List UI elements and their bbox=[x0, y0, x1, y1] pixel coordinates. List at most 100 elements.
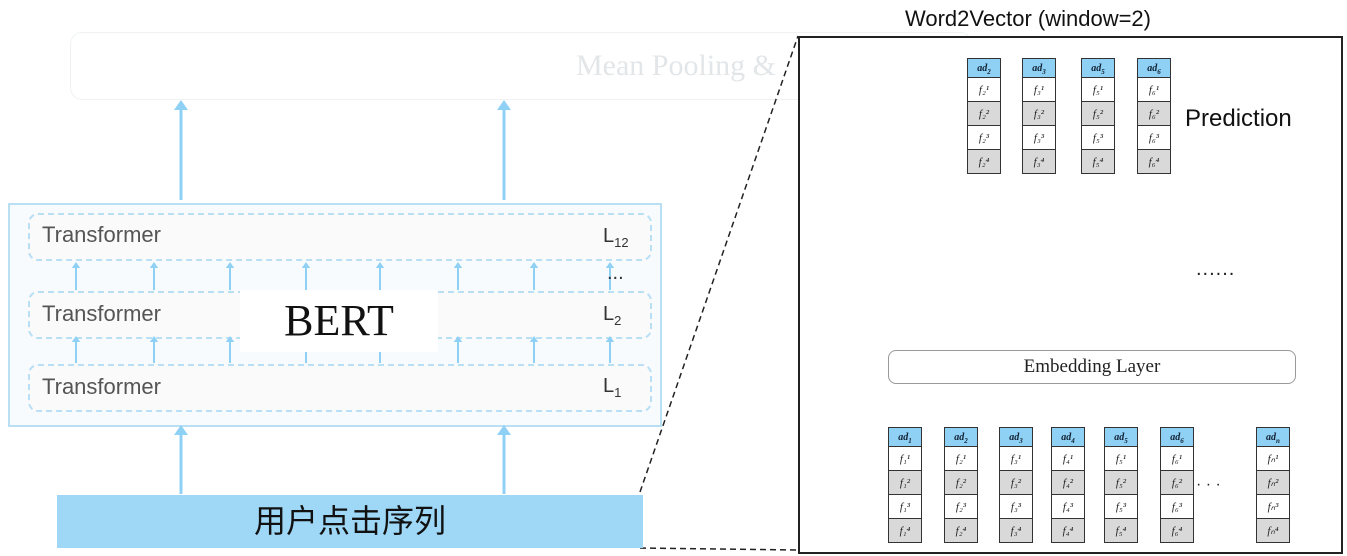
input-ad-0-head: ad1 bbox=[888, 427, 922, 447]
layer-label-l1: L1 bbox=[603, 375, 622, 400]
input-ad-1-feature-1: f₂¹ bbox=[944, 447, 978, 471]
input-ad-4-feature-3: f₅³ bbox=[1104, 495, 1138, 519]
input-ad-6-feature-3: fₙ³ bbox=[1256, 495, 1290, 519]
layer-label-l2: L2 bbox=[603, 303, 622, 328]
transformer-label-l12: Transformer bbox=[42, 222, 161, 247]
prediction-ad-3-feature-2: f₆² bbox=[1137, 102, 1171, 126]
input-ad-2-feature-1: f₃¹ bbox=[999, 447, 1033, 471]
input-ad-6-feature-2: fₙ² bbox=[1256, 471, 1290, 495]
input-ad-6-feature-4: fₙ⁴ bbox=[1256, 519, 1290, 543]
prediction-ad-3-feature-3: f₆³ bbox=[1137, 126, 1171, 150]
input-ad-3-feature-4: f₄⁴ bbox=[1051, 519, 1085, 543]
input-ad-5-feature-1: f₆¹ bbox=[1160, 447, 1194, 471]
inter-layer-arrow-upper-6-head bbox=[529, 262, 539, 268]
inter-layer-arrow-upper-4-head bbox=[375, 262, 385, 268]
input-ad-1-feature-3: f₂³ bbox=[944, 495, 978, 519]
bert-title: BERT bbox=[284, 296, 394, 345]
zoom-line-top bbox=[639, 35, 799, 493]
input-ad-4-feature-4: f₅⁴ bbox=[1104, 519, 1138, 543]
input-ad-1-head: ad2 bbox=[944, 427, 978, 447]
prediction-ad-3-feature-4: f₆⁴ bbox=[1137, 150, 1171, 174]
inter-layer-arrow-lower-0-head bbox=[71, 336, 81, 342]
prediction-ad-1-feature-1: f₃¹ bbox=[1022, 78, 1056, 102]
input-ad-4-feature-1: f₅¹ bbox=[1104, 447, 1138, 471]
input-ad-2-feature-2: f₃² bbox=[999, 471, 1033, 495]
transformer-label-l2: Transformer bbox=[42, 301, 161, 326]
inter-layer-arrow-upper-7-head bbox=[605, 262, 615, 268]
click-sequence-label: 用户点击序列 bbox=[253, 502, 446, 540]
input-ad-1-feature-4: f₂⁴ bbox=[944, 519, 978, 543]
input-ad-0-feature-4: f₁⁴ bbox=[888, 519, 922, 543]
prediction-ad-0-feature-3: f₂³ bbox=[967, 126, 1001, 150]
inter-layer-arrow-upper-5-head bbox=[453, 262, 463, 268]
prediction-label: Prediction bbox=[1185, 105, 1292, 132]
inter-layer-arrow-lower-7-head bbox=[605, 336, 615, 342]
prediction-ad-0-feature-1: f₂¹ bbox=[967, 78, 1001, 102]
prediction-ad-2-feature-3: f₅³ bbox=[1081, 126, 1115, 150]
input-ad-3-feature-3: f₄³ bbox=[1051, 495, 1085, 519]
mean-pooling-layer: Mean Pooling & bbox=[70, 32, 972, 100]
prediction-ad-0-head: ad2 bbox=[967, 58, 1001, 78]
layer-ellipsis: ... bbox=[607, 262, 624, 284]
inter-layer-arrow-lower-1-head bbox=[149, 336, 159, 342]
inter-layer-arrow-upper-2-head bbox=[225, 262, 235, 268]
mean-pooling-label: Mean Pooling & bbox=[576, 49, 776, 82]
embedding-ellipsis: ...... bbox=[1196, 258, 1236, 280]
input-ad-4-head: ad5 bbox=[1104, 427, 1138, 447]
zoom-line-bottom bbox=[639, 547, 799, 551]
transformer-block-l1 bbox=[28, 364, 652, 412]
inter-layer-arrow-lower-5-head bbox=[453, 336, 463, 342]
bert-output-arrow-right-head bbox=[497, 100, 511, 110]
prediction-ad-1-feature-2: f₃² bbox=[1022, 102, 1056, 126]
input-ad-5-feature-3: f₆³ bbox=[1160, 495, 1194, 519]
inter-layer-arrow-upper-0-head bbox=[71, 262, 81, 268]
input-ad-2-feature-4: f₃⁴ bbox=[999, 519, 1033, 543]
input-ad-6-head: adn bbox=[1256, 427, 1290, 447]
prediction-ad-0-feature-2: f₂² bbox=[967, 102, 1001, 126]
inter-layer-arrow-upper-3-head bbox=[301, 262, 311, 268]
input-ad-5-feature-4: f₆⁴ bbox=[1160, 519, 1194, 543]
prediction-ad-1-feature-3: f₃³ bbox=[1022, 126, 1056, 150]
input-ad-1-feature-2: f₂² bbox=[944, 471, 978, 495]
inter-layer-arrow-upper-1-head bbox=[149, 262, 159, 268]
inter-layer-arrow-lower-6-head bbox=[529, 336, 539, 342]
input-ad-5-feature-2: f₆² bbox=[1160, 471, 1194, 495]
bert-title-box bbox=[240, 290, 438, 352]
input-ad-5-head: ad6 bbox=[1160, 427, 1194, 447]
input-ad-2-feature-3: f₃³ bbox=[999, 495, 1033, 519]
prediction-ad-3-feature-1: f₆¹ bbox=[1137, 78, 1171, 102]
prediction-ad-2-head: ad5 bbox=[1081, 58, 1115, 78]
prediction-ad-2-feature-2: f₅² bbox=[1081, 102, 1115, 126]
bert-input-arrow-left-head bbox=[174, 425, 188, 435]
input-ad-0-feature-3: f₁³ bbox=[888, 495, 922, 519]
transformer-label-l1: Transformer bbox=[42, 374, 161, 399]
prediction-ad-1-head: ad3 bbox=[1022, 58, 1056, 78]
embedding-layer: Embedding Layer bbox=[888, 350, 1296, 384]
inter-layer-arrow-lower-2-head bbox=[225, 336, 235, 342]
input-ad-3-feature-1: f₄¹ bbox=[1051, 447, 1085, 471]
prediction-ad-1-feature-4: f₃⁴ bbox=[1022, 150, 1056, 174]
transformer-block-l12 bbox=[28, 213, 652, 261]
input-ad-3-feature-2: f₄² bbox=[1051, 471, 1085, 495]
input-ad-3-head: ad4 bbox=[1051, 427, 1085, 447]
prediction-ad-0-feature-4: f₂⁴ bbox=[967, 150, 1001, 174]
sequence-ellipsis: · · · bbox=[1196, 476, 1221, 493]
input-ad-0-feature-1: f₁¹ bbox=[888, 447, 922, 471]
prediction-ad-3-head: ad6 bbox=[1137, 58, 1171, 78]
prediction-ad-2-feature-1: f₅¹ bbox=[1081, 78, 1115, 102]
bert-input-arrow-right-head bbox=[497, 425, 511, 435]
word2vec-title: Word2Vector (window=2) bbox=[905, 6, 1151, 31]
click-sequence-bar bbox=[57, 495, 643, 548]
layer-label-l12: L12 bbox=[603, 225, 629, 250]
prediction-ad-2-feature-4: f₅⁴ bbox=[1081, 150, 1115, 174]
